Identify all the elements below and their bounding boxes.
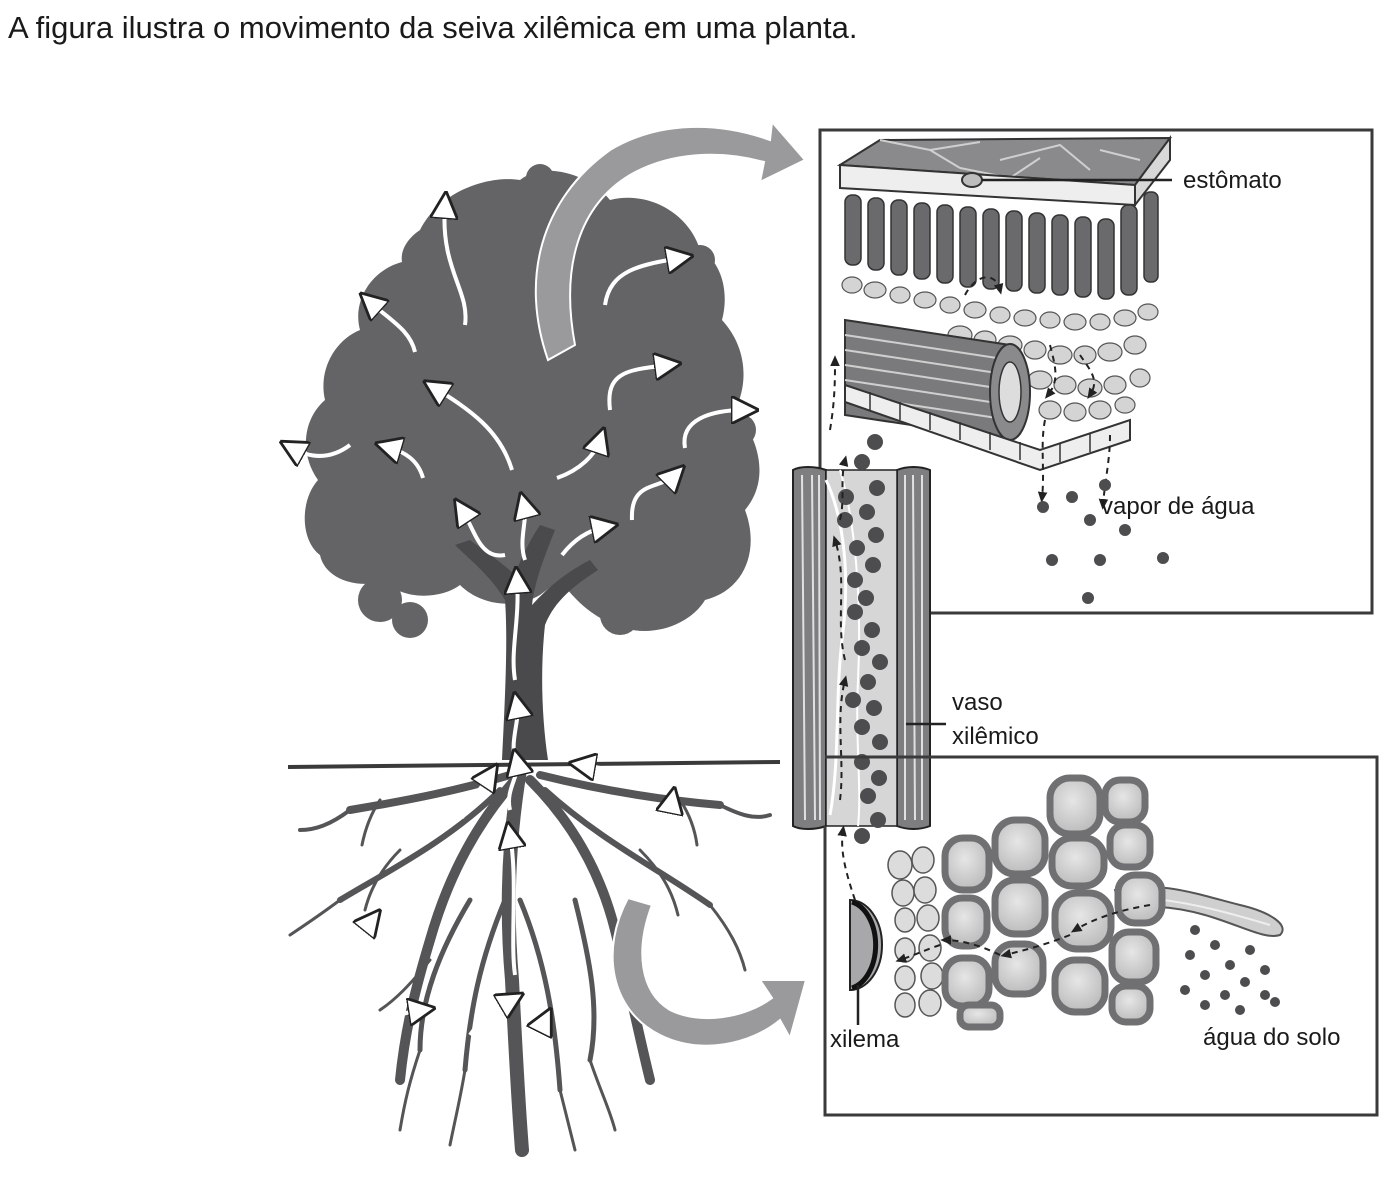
- ground-line: [287, 760, 781, 769]
- arrow-to-leaf: [534, 119, 807, 362]
- tree-trunk: [455, 525, 598, 760]
- sap-flow-arrows: [292, 205, 745, 1089]
- cortex-cells: [941, 774, 1166, 1031]
- vessel-water-drops: [837, 434, 888, 844]
- label-xylem-vessel-line1: vaso: [952, 689, 1003, 716]
- leaf-water-paths: [829, 276, 1111, 510]
- intro-text: A figura ilustra o movimento da seiva xi…: [8, 10, 858, 45]
- xylem-vessel: vaso xilêmico: [792, 434, 1039, 844]
- soil-water-drops: [1180, 925, 1280, 1015]
- root-panel: xilema: [823, 755, 1379, 1117]
- label-xylem: xilema: [830, 1026, 900, 1053]
- root-water-paths: [837, 825, 1151, 963]
- stomata-pore: [961, 172, 983, 188]
- label-water-vapor: vapor de água: [1101, 493, 1255, 520]
- small-root-cells: [887, 846, 944, 1018]
- tree-roots: [288, 763, 772, 1157]
- palisade-cells: [844, 191, 1159, 300]
- label-xylem-vessel-line2: xilêmico: [952, 723, 1039, 750]
- label-stomata: estômato: [1183, 167, 1282, 194]
- label-soil-water: água do solo: [1203, 1024, 1340, 1051]
- tree-illustration: [287, 164, 781, 1157]
- arrow-to-root: [611, 896, 808, 1047]
- water-vapor-drops: [1037, 479, 1169, 604]
